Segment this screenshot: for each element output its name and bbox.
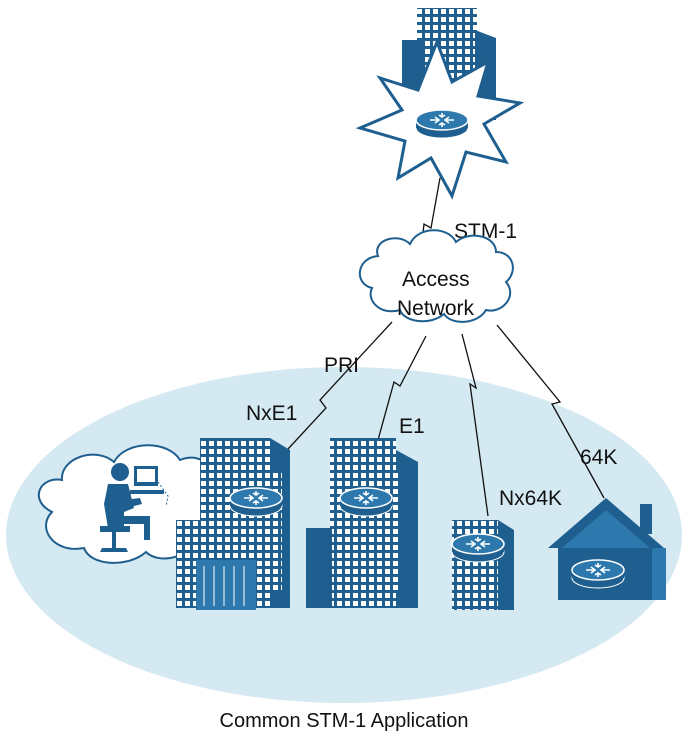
nxe1-label: NxE1 [246, 402, 297, 425]
access-network-cloud: Access Network [358, 229, 514, 323]
office-building-icon [306, 438, 418, 608]
64k-link [496, 324, 605, 499]
remote-user-cloud [38, 444, 223, 564]
diagram-caption: Common STM-1 Application [220, 710, 469, 732]
nx64k-link [461, 333, 489, 517]
nxe1-pri-link [275, 321, 393, 463]
branch-building-icon [451, 520, 514, 610]
e1-link [377, 335, 427, 441]
home-house-icon [548, 498, 666, 600]
e1-label: E1 [399, 415, 425, 438]
pri-label: PRI [324, 354, 359, 377]
enterprise-building-icon [176, 438, 290, 610]
person-at-computer-icon [100, 463, 169, 552]
64k-label: 64K [580, 446, 617, 469]
access-network-label-line2: Network [397, 297, 475, 320]
central-office-icon [355, 8, 525, 200]
access-network-label-line1: Access [402, 268, 470, 291]
nx64k-label: Nx64K [499, 487, 562, 510]
